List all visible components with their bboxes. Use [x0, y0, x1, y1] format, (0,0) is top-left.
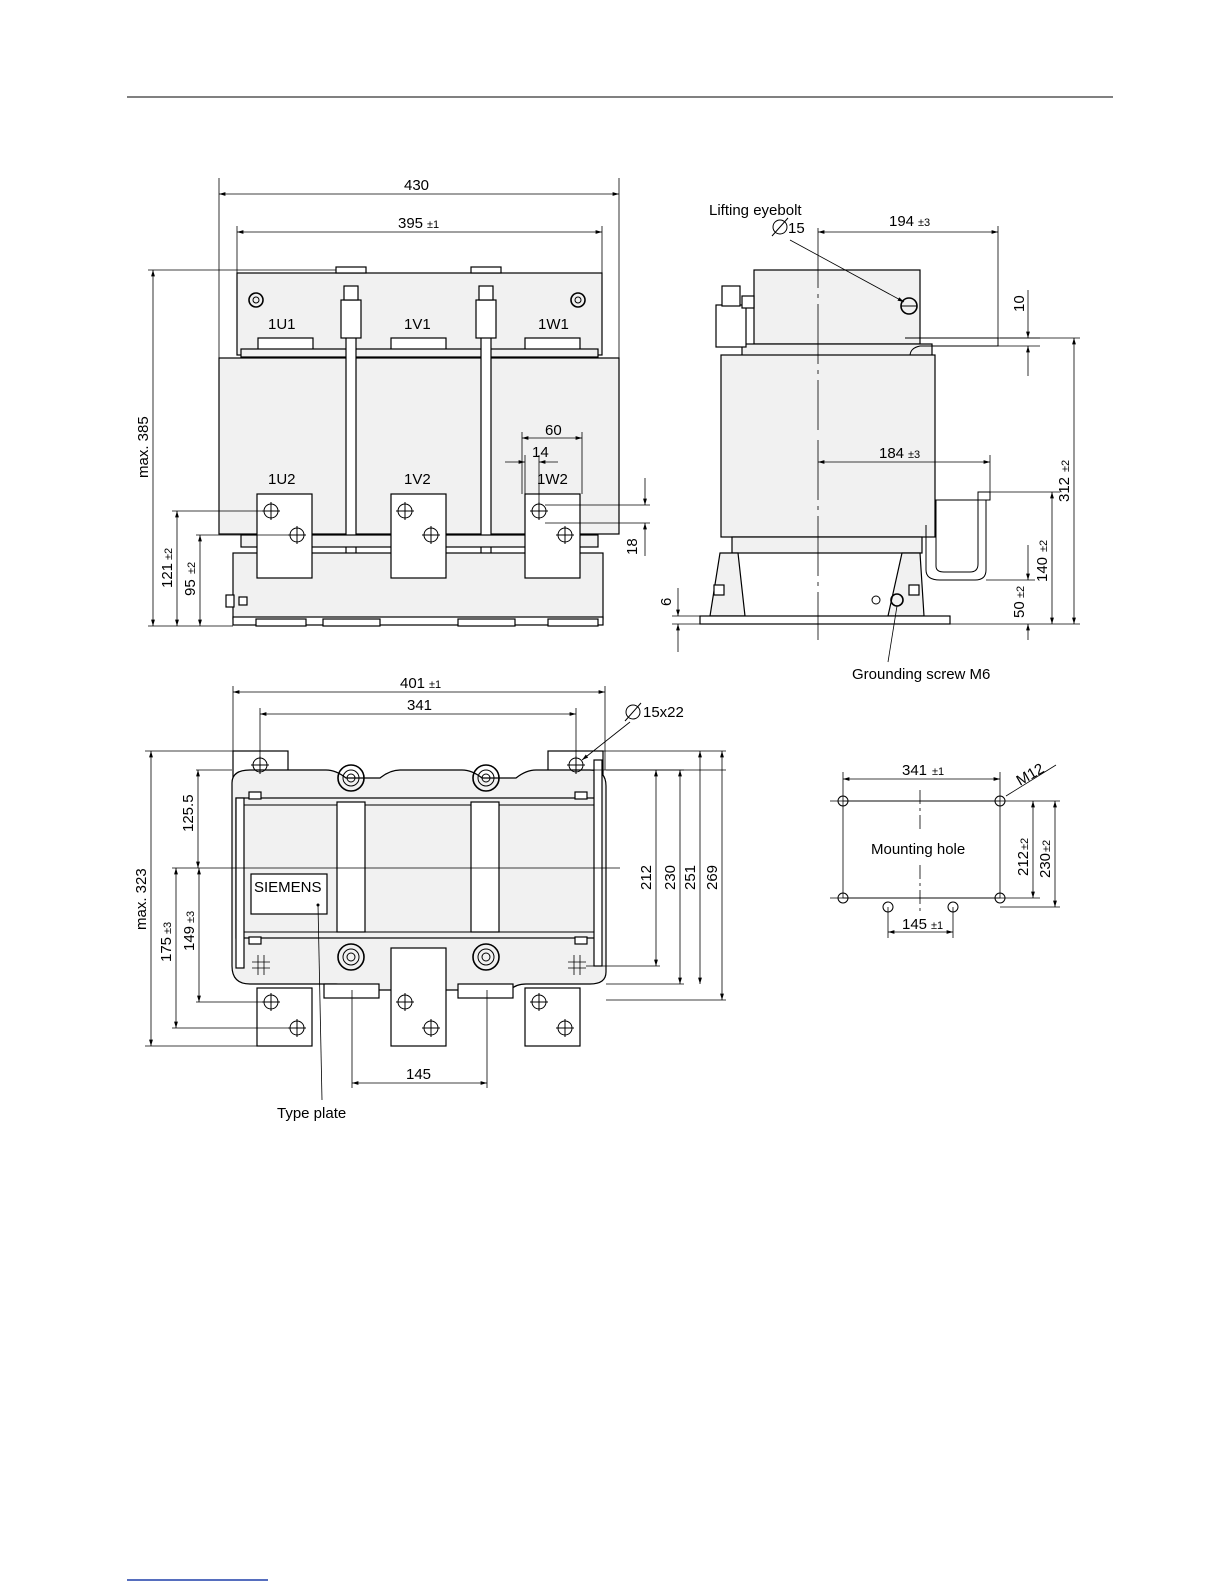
- mount-dim-145-tol: ±1: [931, 920, 943, 932]
- mounting-pattern: 341 ±1 M12 Mounting hole 212 ±2 230 ±2 1…: [830, 760, 1060, 938]
- top-view: SIEMENS Type plate 401 ±1 341 15x22 max.…: [133, 675, 726, 1122]
- front-view: 1U1 1V1 1W1 1U2 1V2 1W2 430 395 ±1 max. …: [135, 177, 650, 626]
- mount-dim-341: 341: [902, 762, 927, 779]
- dim-14: 14: [532, 444, 549, 461]
- dim-6: 6: [658, 598, 675, 606]
- slot-diameter: 15x22: [643, 704, 684, 721]
- dim-149-tol: ±3: [185, 911, 197, 923]
- lifting-eyebolt-label: Lifting eyebolt: [709, 202, 802, 219]
- dim-10: 10: [1011, 295, 1028, 312]
- mount-bolt-size: M12: [1014, 760, 1048, 789]
- dim-251: 251: [682, 865, 699, 890]
- dim-95: 95: [182, 579, 199, 596]
- mount-dim-230-tol: ±2: [1041, 840, 1053, 852]
- dim-395: 395: [398, 215, 423, 232]
- dim-95-tol: ±2: [186, 562, 198, 574]
- dim-max-385: max. 385: [135, 416, 152, 478]
- terminal-label: 1W1: [538, 316, 569, 333]
- diameter-icon: [772, 218, 788, 236]
- dim-175: 175: [158, 937, 175, 962]
- dim-401: 401: [400, 675, 425, 692]
- dim-341: 341: [407, 697, 432, 714]
- dim-194: 194: [889, 213, 914, 230]
- terminal-label: 1U2: [268, 471, 296, 488]
- dim-401-tol: ±1: [429, 679, 441, 691]
- dim-184: 184: [879, 445, 904, 462]
- dim-18: 18: [624, 538, 641, 555]
- side-view: Lifting eyebolt 15 194 ±3 10 184 ±3 312 …: [658, 202, 1080, 683]
- dim-50: 50: [1011, 601, 1028, 618]
- dim-194-tol: ±3: [918, 217, 930, 229]
- dim-184-tol: ±3: [908, 449, 920, 461]
- dim-312: 312: [1056, 477, 1073, 502]
- mount-dim-212-tol: ±2: [1019, 838, 1031, 850]
- dim-max-323: max. 323: [133, 868, 150, 930]
- dim-121: 121: [159, 563, 176, 588]
- mount-dim-145: 145: [902, 916, 927, 933]
- dim-269: 269: [704, 865, 721, 890]
- ground-icon: [872, 596, 880, 604]
- dim-212: 212: [638, 865, 655, 890]
- dim-121-tol: ±2: [163, 548, 175, 560]
- dim-312-tol: ±2: [1060, 460, 1072, 472]
- brand-text: SIEMENS: [254, 879, 322, 896]
- dim-140: 140: [1034, 557, 1051, 582]
- lifting-diameter: 15: [788, 220, 805, 237]
- mount-dim-230: 230: [1037, 853, 1054, 878]
- dim-140-tol: ±2: [1038, 540, 1050, 552]
- dim-175-tol: ±3: [162, 922, 174, 934]
- terminal-label: 1U1: [268, 316, 296, 333]
- mount-dim-212: 212: [1015, 851, 1032, 876]
- dim-145: 145: [406, 1066, 431, 1083]
- dim-50-tol: ±2: [1015, 586, 1027, 598]
- dim-430: 430: [404, 177, 429, 194]
- mounting-hole-label: Mounting hole: [871, 841, 965, 858]
- dim-230: 230: [662, 865, 679, 890]
- type-plate-label: Type plate: [277, 1105, 346, 1122]
- terminal-label: 1V2: [404, 471, 431, 488]
- dim-125-5: 125.5: [180, 794, 197, 832]
- mount-dim-341-tol: ±1: [932, 766, 944, 778]
- grounding-screw-label: Grounding screw M6: [852, 666, 990, 683]
- terminal-label: 1W2: [537, 471, 568, 488]
- dim-60: 60: [545, 422, 562, 439]
- dim-395-tol: ±1: [427, 219, 439, 231]
- dim-149: 149: [181, 926, 198, 951]
- terminal-label: 1V1: [404, 316, 431, 333]
